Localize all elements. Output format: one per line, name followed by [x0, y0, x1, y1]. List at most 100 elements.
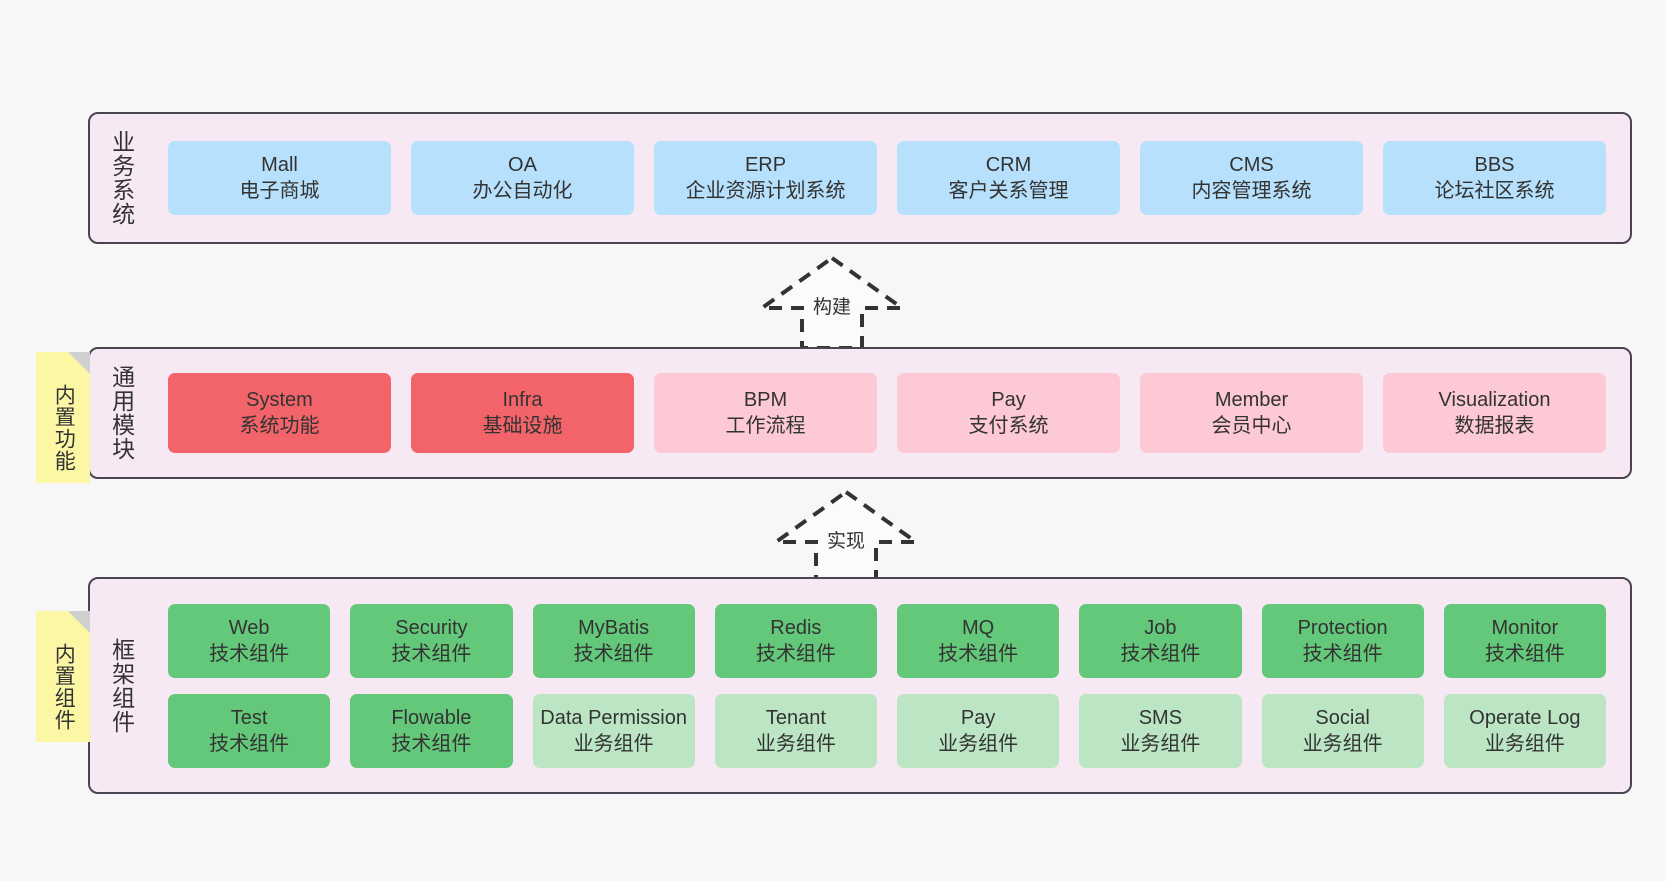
node-flowable-en: Flowable [391, 706, 472, 729]
node-sms-cn: 业务组件 [1120, 732, 1201, 755]
node-social-cn: 业务组件 [1302, 732, 1383, 755]
node-member[interactable]: Member 会员中心 [1140, 373, 1363, 453]
note-builtin-component: 内置组件 [36, 611, 90, 742]
generalization-arrow-icon [755, 255, 909, 350]
node-test-en: Test [230, 706, 268, 729]
node-bbs-cn: 论坛社区系统 [1434, 180, 1555, 202]
node-web-cn: 技术组件 [209, 642, 290, 665]
layer-body-business-system: Mall 电子商城 OA 办公自动化 ERP 企业资源计划系统 CRM 客户关系… [144, 114, 1630, 242]
layer-business-system: 业务系统 Mall 电子商城 OA 办公自动化 ERP 企业资源计划系统 CRM… [88, 112, 1632, 244]
node-tenant[interactable]: Tenant 业务组件 [714, 693, 877, 768]
layer-title-framework-component: 框架组件 [108, 637, 135, 734]
node-mq[interactable]: MQ 技术组件 [897, 603, 1060, 678]
node-cms-en: CMS [1229, 154, 1274, 176]
node-member-en: Member [1214, 389, 1289, 411]
layer-body-common-module: System 系统功能 Infra 基础设施 BPM 工作流程 Pay 支付系统… [144, 349, 1630, 477]
node-redis-en: Redis [770, 616, 822, 639]
note-builtin-function: 内置功能 [36, 352, 90, 483]
framework-row-1: Web 技术组件 Security 技术组件 MyBatis 技术组件 Redi… [158, 603, 1616, 678]
node-job-cn: 技术组件 [1120, 642, 1201, 665]
layer-common-module: 通用模块 System 系统功能 Infra 基础设施 BPM 工作流程 Pay… [88, 347, 1632, 479]
node-security-cn: 技术组件 [391, 642, 472, 665]
node-mall-en: Mall [261, 154, 298, 176]
node-erp-en: ERP [744, 154, 787, 176]
node-security-en: Security [395, 616, 468, 639]
node-data-permission[interactable]: Data Permission 业务组件 [532, 693, 695, 768]
node-system-cn: 系统功能 [239, 415, 320, 437]
node-monitor-en: Monitor [1491, 616, 1559, 639]
node-operate-log[interactable]: Operate Log 业务组件 [1443, 693, 1606, 768]
layer-title-common-module: 通用模块 [108, 365, 135, 461]
note-builtin-function-text: 内置功能 [52, 383, 76, 472]
node-pay-component-cn: 业务组件 [938, 732, 1019, 755]
node-mq-en: MQ [962, 616, 995, 639]
node-pay-module[interactable]: Pay 支付系统 [897, 373, 1120, 453]
node-oa-en: OA [508, 154, 537, 176]
node-bpm-en: BPM [743, 389, 788, 411]
node-operate-log-cn: 业务组件 [1484, 732, 1565, 755]
node-redis-cn: 技术组件 [755, 642, 836, 665]
node-visualization-en: Visualization [1438, 389, 1551, 411]
note-fold-corner-icon [68, 611, 90, 633]
node-oa[interactable]: OA 办公自动化 [411, 141, 634, 215]
node-infra[interactable]: Infra 基础设施 [411, 373, 634, 453]
node-mq-cn: 技术组件 [938, 642, 1019, 665]
node-mybatis-en: MyBatis [578, 616, 650, 639]
node-sms-en: SMS [1138, 706, 1183, 729]
node-operate-log-en: Operate Log [1469, 706, 1581, 729]
layer-body-framework-component: Web 技术组件 Security 技术组件 MyBatis 技术组件 Redi… [144, 579, 1630, 792]
connector-implement: 实现 [766, 486, 926, 584]
node-test[interactable]: Test 技术组件 [168, 693, 331, 768]
node-flowable-cn: 技术组件 [391, 732, 472, 755]
node-infra-cn: 基础设施 [482, 415, 563, 437]
node-bpm-cn: 工作流程 [725, 415, 806, 437]
node-bbs[interactable]: BBS 论坛社区系统 [1383, 141, 1606, 215]
node-cms[interactable]: CMS 内容管理系统 [1140, 141, 1363, 215]
node-sms[interactable]: SMS 业务组件 [1079, 693, 1242, 768]
node-tenant-cn: 业务组件 [755, 732, 836, 755]
node-pay-component[interactable]: Pay 业务组件 [897, 693, 1060, 768]
node-web[interactable]: Web 技术组件 [168, 603, 331, 678]
node-oa-cn: 办公自动化 [472, 180, 573, 202]
node-bbs-en: BBS [1474, 154, 1515, 176]
node-data-permission-en: Data Permission [540, 706, 687, 729]
node-social[interactable]: Social 业务组件 [1261, 693, 1424, 768]
node-pay-component-en: Pay [960, 706, 996, 729]
node-monitor[interactable]: Monitor 技术组件 [1443, 603, 1606, 678]
connector-build-label: 构建 [812, 297, 852, 318]
node-crm-cn: 客户关系管理 [948, 180, 1069, 202]
connector-build: 构建 [752, 252, 912, 350]
node-erp[interactable]: ERP 企业资源计划系统 [654, 141, 877, 215]
node-pay-module-en: Pay [991, 389, 1026, 411]
connector-implement-label: 实现 [826, 531, 866, 552]
node-mall[interactable]: Mall 电子商城 [168, 141, 391, 215]
node-flowable[interactable]: Flowable 技术组件 [350, 693, 513, 768]
node-protection-en: Protection [1297, 616, 1388, 639]
node-mybatis[interactable]: MyBatis 技术组件 [532, 603, 695, 678]
node-tenant-en: Tenant [765, 706, 826, 729]
node-visualization-cn: 数据报表 [1454, 415, 1535, 437]
node-monitor-cn: 技术组件 [1484, 642, 1565, 665]
node-mybatis-cn: 技术组件 [573, 642, 654, 665]
node-redis[interactable]: Redis 技术组件 [714, 603, 877, 678]
node-test-cn: 技术组件 [209, 732, 290, 755]
node-security[interactable]: Security 技术组件 [350, 603, 513, 678]
node-web-en: Web [228, 616, 270, 639]
node-job-en: Job [1144, 616, 1177, 639]
node-bpm[interactable]: BPM 工作流程 [654, 373, 877, 453]
node-social-en: Social [1315, 706, 1370, 729]
note-fold-corner-icon [68, 352, 90, 374]
node-system[interactable]: System 系统功能 [168, 373, 391, 453]
node-mall-cn: 电子商城 [239, 180, 320, 202]
layer-title-business-system: 业务系统 [108, 130, 135, 226]
node-job[interactable]: Job 技术组件 [1079, 603, 1242, 678]
node-erp-cn: 企业资源计划系统 [685, 180, 846, 202]
layer-framework-component: 框架组件 Web 技术组件 Security 技术组件 MyBatis 技术组件… [88, 577, 1632, 794]
node-cms-cn: 内容管理系统 [1191, 180, 1312, 202]
node-crm[interactable]: CRM 客户关系管理 [897, 141, 1120, 215]
node-member-cn: 会员中心 [1211, 415, 1292, 437]
node-infra-en: Infra [502, 389, 543, 411]
node-protection[interactable]: Protection 技术组件 [1261, 603, 1424, 678]
node-visualization[interactable]: Visualization 数据报表 [1383, 373, 1606, 453]
